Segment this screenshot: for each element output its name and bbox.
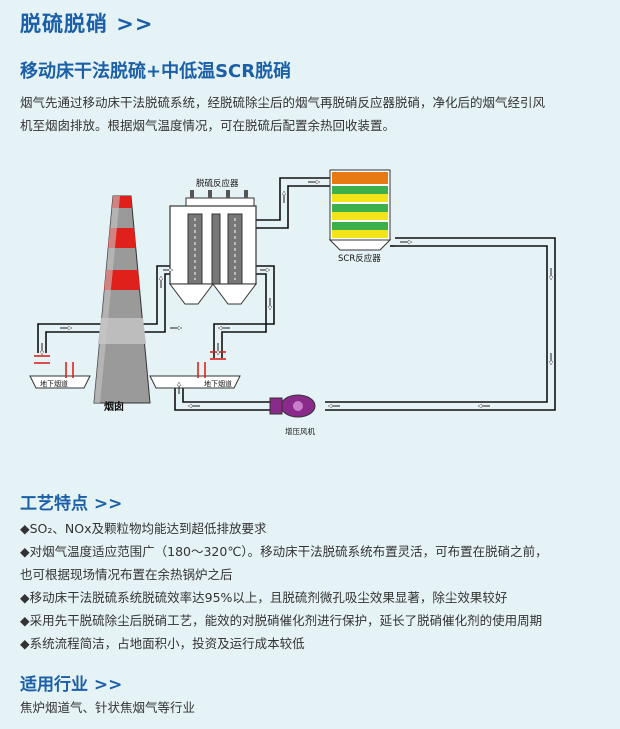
industry-text: 焦炉烟道气、针状焦烟气等行业 xyxy=(20,700,196,715)
feature-item: ◆移动床干法脱硫系统脱硫效率达95%以上，且脱硫剂微孔吸尘效果显著，除尘效果较好 xyxy=(20,590,508,605)
chimney xyxy=(93,195,151,404)
feature-item: ◆采用先干脱硫除尘后脱硝工艺，能效的对脱硝催化剂进行保护，延长了脱硝催化剂的使用… xyxy=(20,613,543,628)
booster-fan xyxy=(269,394,316,418)
feature-item: ◆系统流程简洁，占地面积小，投资及运行成本较低 xyxy=(20,636,305,651)
scr-label: SCR反应器 xyxy=(338,253,381,264)
pipe-network xyxy=(37,177,556,411)
fan-label: 增压风机 xyxy=(285,426,315,436)
underground-flue-right xyxy=(149,375,241,389)
feature-item: 也可根据现场情况布置在余热锅炉之后 xyxy=(20,567,233,582)
page-title: 脱硫脱硝 >> xyxy=(20,12,154,36)
desulfurization-reactor xyxy=(169,190,257,305)
intro-text: 烟气先通过移动床干法脱硫系统，经脱硫除尘后的烟气再脱硝反应器脱硝，净化后的烟气经… xyxy=(20,91,605,137)
feature-item: ◆对烟气温度适应范围广（180～320℃）。移动床干法脱硫系统布置灵活，可布置在… xyxy=(20,544,548,559)
features-heading: 工艺特点 >> xyxy=(20,494,123,514)
chimney-label: 烟囱 xyxy=(104,400,124,413)
intro-line: 机至烟囱排放。根据烟气温度情况，可在脱硫后配置余热回收装置。 xyxy=(20,118,396,133)
reactor-label: 脱硫反应器 xyxy=(196,178,239,189)
flow-arrows xyxy=(42,182,551,406)
flue-left-label: 地下烟道 xyxy=(40,379,68,388)
intro-line: 烟气先通过移动床干法脱硫系统，经脱硫除尘后的烟气再脱硝反应器脱硝，净化后的烟气经… xyxy=(20,95,546,110)
underground-flue-left xyxy=(29,375,91,389)
flue-right-label: 地下烟道 xyxy=(204,379,232,388)
page-subtitle: 移动床干法脱硫+中低温SCR脱硝 xyxy=(20,61,292,82)
feature-item: ◆SO₂、NOx及颗粒物均能达到超低排放要求 xyxy=(20,521,267,536)
scr-reactor xyxy=(328,169,392,251)
features-list: ◆SO₂、NOx及颗粒物均能达到超低排放要求 ◆对烟气温度适应范围广（180～3… xyxy=(20,517,610,655)
industry-heading: 适用行业 >> xyxy=(20,675,123,695)
process-flow-diagram: 烟囱 地下烟道 地下烟道 脱硫反应器 xyxy=(29,169,556,436)
